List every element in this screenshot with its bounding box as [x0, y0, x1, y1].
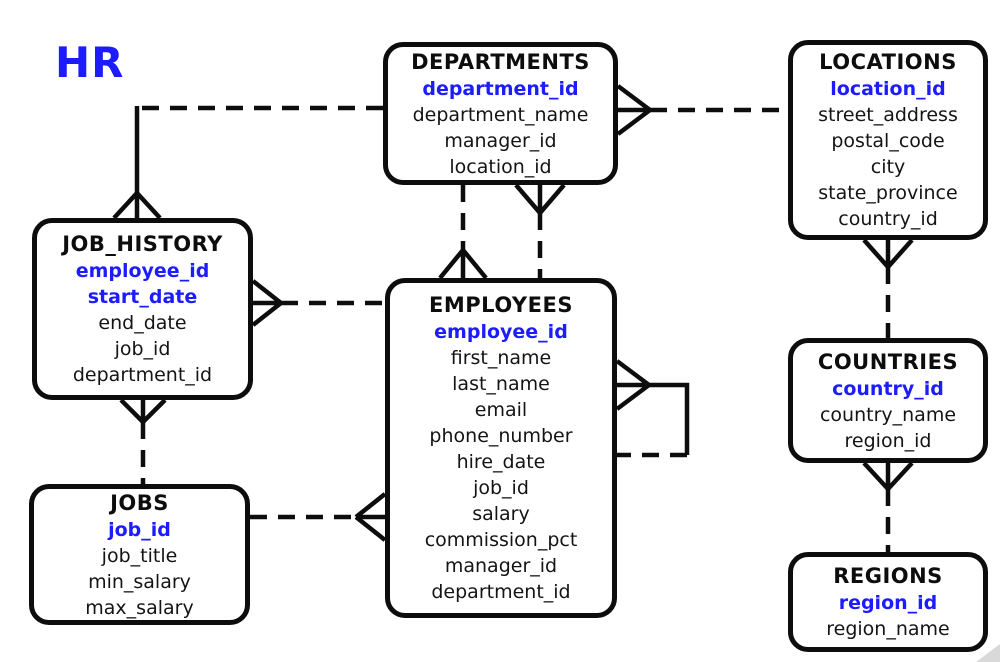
relationship-jobs-employees: [250, 492, 387, 542]
field-job_title: job_title: [101, 544, 178, 567]
relationship-locations-departments: [616, 84, 788, 136]
relationship-employees-job-history: [251, 279, 385, 327]
field-employee_id: employee_id: [75, 260, 210, 282]
field-department_name: department_name: [412, 103, 589, 126]
field-region_id: region_id: [844, 429, 932, 452]
field-email: email: [474, 399, 528, 421]
entity-title-job-history: JOB_HISTORY: [62, 232, 223, 256]
field-department_id: department_id: [431, 581, 571, 603]
field-start_date: start_date: [87, 286, 198, 308]
entity-title-departments: DEPARTMENTS: [411, 49, 590, 74]
field-first_name: first_name: [450, 347, 552, 369]
entity-title-regions: REGIONS: [833, 564, 943, 588]
crow-foot-employees-left: [354, 492, 387, 542]
crow-foot-departments-right: [616, 84, 652, 136]
field-job_id: job_id: [473, 477, 529, 499]
crow-foot-job-history-right: [251, 279, 283, 327]
field-postal_code: postal_code: [831, 130, 945, 152]
field-location_id: location_id: [449, 155, 552, 178]
field-country_name: country_name: [819, 403, 957, 426]
crow-foot-employees-top: [438, 248, 488, 280]
field-list-countries: country_id country_name region_id: [820, 376, 956, 454]
field-street_address: street_address: [818, 104, 958, 126]
field-hire_date: hire_date: [456, 451, 546, 473]
field-country_id: country_id: [832, 377, 944, 400]
entity-title-countries: COUNTRIES: [817, 349, 959, 374]
field-list-jobs: job_id job_title min_salary max_salary: [85, 517, 193, 621]
field-job_id: job_id: [108, 518, 171, 541]
field-country_id: country_id: [838, 208, 938, 230]
field-state_province: state_province: [818, 182, 958, 204]
field-department_id: department_id: [72, 364, 213, 386]
entity-employees[interactable]: EMPLOYEES employee_id first_name last_name…: [385, 278, 617, 618]
field-end_date: end_date: [98, 312, 187, 334]
entity-jobs[interactable]: JOBS job_id job_title min_salary max_salary: [29, 484, 250, 625]
relationship-employees-departments-manager: [514, 183, 566, 278]
field-region_name: region_name: [826, 618, 950, 640]
entity-countries[interactable]: COUNTRIES country_id country_name region_i…: [788, 338, 988, 463]
field-commission_pct: commission_pct: [424, 529, 578, 551]
field-max_salary: max_salary: [85, 596, 194, 619]
relationship-countries-locations: [862, 238, 914, 338]
field-location_id: location_id: [830, 78, 946, 100]
schema-name-label: HR: [55, 38, 125, 87]
relationship-departments-job-history: [112, 105, 383, 220]
field-employee_id: employee_id: [434, 321, 568, 343]
field-list-regions: region_id region_name: [826, 590, 949, 642]
entity-title-jobs: JOBS: [110, 490, 169, 515]
field-region_id: region_id: [838, 592, 938, 614]
entity-departments[interactable]: DEPARTMENTS department_id department_name…: [383, 42, 618, 185]
entity-title-locations: LOCATIONS: [819, 50, 957, 74]
field-manager_id: manager_id: [444, 555, 558, 577]
field-department_id: department_id: [422, 77, 579, 100]
crow-foot-locations-bottom: [862, 238, 914, 269]
relationship-departments-employees: [438, 185, 488, 280]
field-job_id: job_id: [114, 338, 171, 360]
crow-foot-countries-bottom: [862, 461, 914, 491]
entity-title-employees: EMPLOYEES: [429, 293, 573, 317]
field-last_name: last_name: [452, 373, 550, 395]
relationship-jobs-job-history: [119, 398, 167, 484]
field-manager_id: manager_id: [444, 129, 557, 152]
crow-foot-departments-bottom: [514, 183, 566, 215]
crow-foot-job-history-top: [112, 191, 162, 220]
entity-regions[interactable]: REGIONS region_id region_name: [788, 552, 988, 652]
crow-foot-job-history-bottom: [119, 398, 167, 424]
field-city: city: [870, 156, 906, 178]
relationship-regions-countries: [862, 461, 914, 552]
field-min_salary: min_salary: [88, 570, 191, 593]
crow-foot-employees-right: [615, 359, 651, 411]
field-salary: salary: [472, 503, 530, 525]
relationship-employees-self-manager: [615, 359, 690, 458]
field-phone_number: phone_number: [429, 425, 573, 447]
entity-job-history[interactable]: JOB_HISTORY employee_id start_date end_dat…: [32, 218, 253, 400]
